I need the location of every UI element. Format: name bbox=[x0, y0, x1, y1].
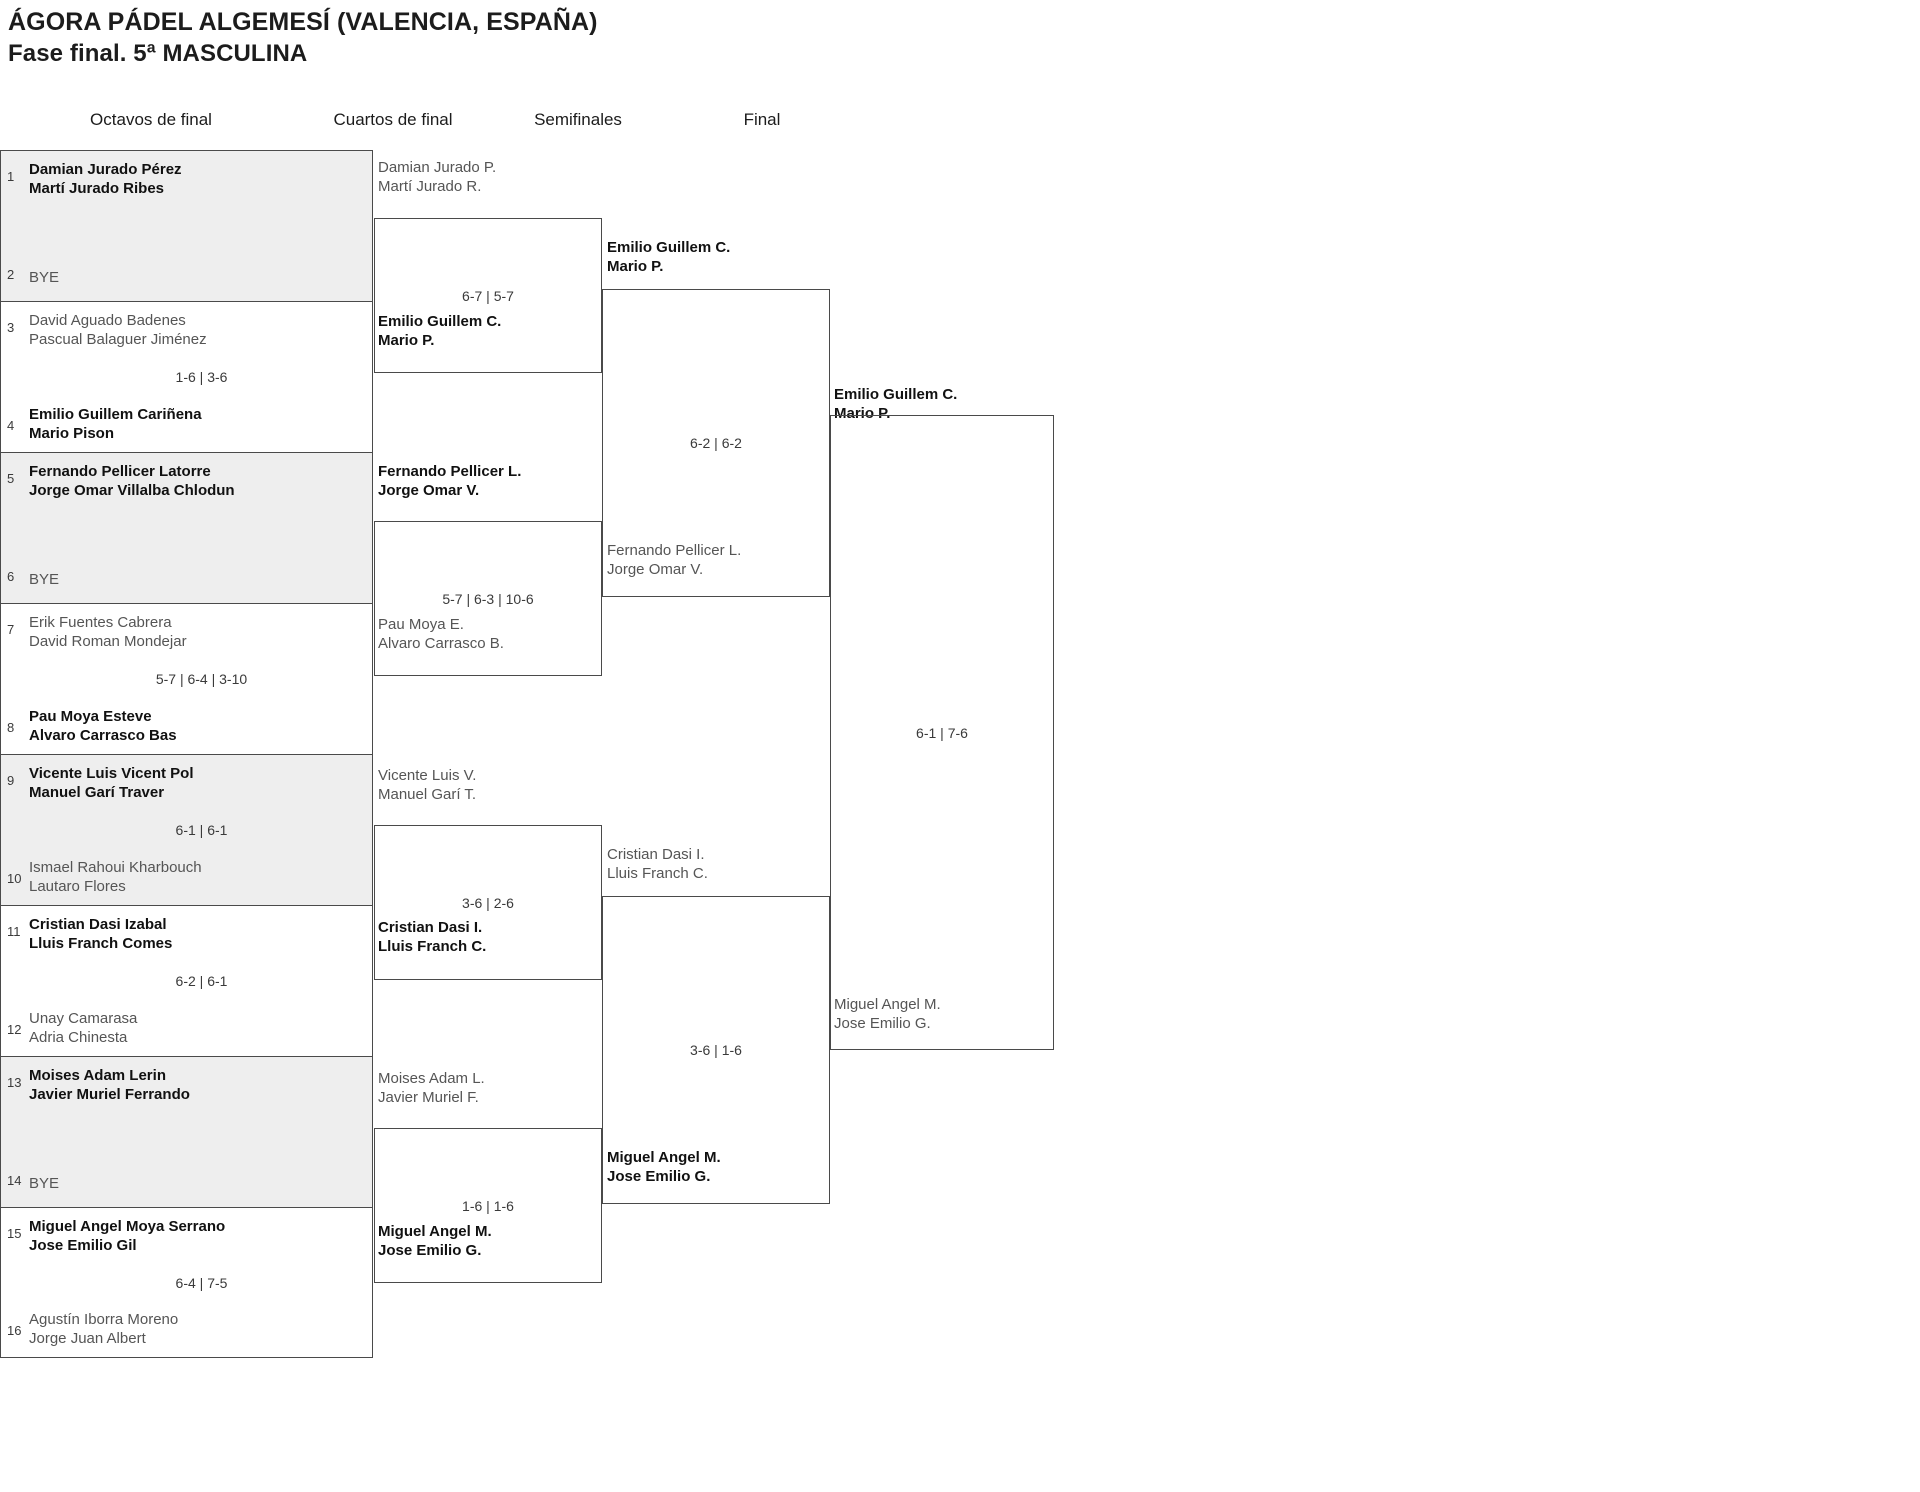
round-of-16-column: 1 Damian Jurado Pérez Martí Jurado Ribes… bbox=[0, 150, 373, 1358]
qf-loser-team: Pau Moya E. Alvaro Carrasco B. bbox=[378, 616, 504, 652]
seed-number: 6 bbox=[7, 569, 15, 584]
r16-match[interactable]: 3 David Aguado Badenes Pascual Balaguer … bbox=[0, 301, 373, 452]
seed-number: 11 bbox=[7, 924, 21, 939]
seed-number: 10 bbox=[7, 871, 22, 886]
qf-feed-team-top: Fernando Pellicer L. Jorge Omar V. bbox=[378, 463, 522, 499]
r16-match[interactable]: 5 Fernando Pellicer Latorre Jorge Omar V… bbox=[0, 452, 373, 603]
seed-number: 14 bbox=[7, 1173, 22, 1188]
page-title: ÁGORA PÁDEL ALGEMESÍ (VALENCIA, ESPAÑA) … bbox=[8, 6, 598, 69]
final-runner-up-team: Miguel Angel M. Jose Emilio G. bbox=[834, 996, 941, 1032]
match-score: 1-6 | 3-6 bbox=[175, 369, 228, 385]
match-score: 5-7 | 6-4 | 3-10 bbox=[155, 671, 248, 687]
round-header-final: Final bbox=[743, 110, 781, 129]
match-score: 6-4 | 7-5 bbox=[175, 1274, 228, 1291]
team-top: Moises Adam Lerin Javier Muriel Ferrando bbox=[29, 1067, 190, 1103]
r16-match[interactable]: 15 Miguel Angel Moya Serrano Jose Emilio… bbox=[0, 1207, 373, 1358]
qf-feed-team-top: Vicente Luis V. Manuel Garí T. bbox=[378, 767, 477, 803]
qf-winner-team: Emilio Guillem C. Mario P. bbox=[378, 313, 502, 349]
r16-match[interactable]: 11 Cristian Dasi Izabal Lluis Franch Com… bbox=[0, 905, 373, 1056]
team-top: Vicente Luis Vicent Pol Manuel Garí Trav… bbox=[29, 765, 194, 801]
sf-match-box[interactable]: 3-6 | 1-6 bbox=[602, 896, 830, 1204]
seed-number: 15 bbox=[7, 1226, 22, 1241]
seed-number: 7 bbox=[7, 622, 15, 637]
qf-match-box[interactable]: 6-7 | 5-7 bbox=[374, 218, 602, 373]
qf-match-box[interactable]: 1-6 | 1-6 bbox=[374, 1128, 602, 1283]
r16-match[interactable]: 7 Erik Fuentes Cabrera David Roman Monde… bbox=[0, 603, 373, 754]
r16-match[interactable]: 13 Moises Adam Lerin Javier Muriel Ferra… bbox=[0, 1056, 373, 1207]
match-score: 3-6 | 1-6 bbox=[690, 1042, 742, 1058]
seed-number: 9 bbox=[7, 773, 15, 788]
match-score: 1-6 | 1-6 bbox=[462, 1197, 514, 1214]
match-score: 6-7 | 5-7 bbox=[462, 287, 514, 304]
final-feed-team-top: Emilio Guillem C. Mario P. bbox=[834, 386, 958, 422]
category-subtitle: Fase final. 5ª MASCULINA bbox=[8, 40, 308, 67]
match-score: 6-2 | 6-2 bbox=[690, 435, 742, 451]
round-header-octavos: Octavos de final bbox=[90, 110, 212, 129]
qf-winner-team: Miguel Angel M. Jose Emilio G. bbox=[378, 1223, 492, 1259]
qf-feed-team-top: Damian Jurado P. Martí Jurado R. bbox=[378, 159, 497, 195]
r16-match[interactable]: 1 Damian Jurado Pérez Martí Jurado Ribes… bbox=[0, 150, 373, 301]
seed-number: 8 bbox=[7, 720, 15, 735]
qf-match-box[interactable]: 5-7 | 6-3 | 10-6 bbox=[374, 521, 602, 676]
match-score: 5-7 | 6-3 | 10-6 bbox=[442, 590, 534, 607]
qf-match-box[interactable]: 3-6 | 2-6 bbox=[374, 825, 602, 980]
team-top: David Aguado Badenes Pascual Balaguer Ji… bbox=[29, 312, 207, 348]
final-match-box[interactable]: 6-1 | 7-6 bbox=[830, 415, 1054, 1050]
seed-number: 16 bbox=[7, 1323, 22, 1338]
team-top: Miguel Angel Moya Serrano Jose Emilio Gi… bbox=[29, 1218, 226, 1254]
seed-number: 5 bbox=[7, 471, 15, 486]
team-top: Damian Jurado Pérez Martí Jurado Ribes bbox=[29, 161, 182, 197]
team-bottom-bye: BYE bbox=[29, 269, 60, 286]
round-header-semifinales: Semifinales bbox=[534, 110, 622, 129]
team-bottom: Agustín Iborra Moreno Jorge Juan Albert bbox=[29, 1311, 179, 1347]
team-bottom: Unay Camarasa Adria Chinesta bbox=[29, 1010, 138, 1046]
qf-winner-team: Cristian Dasi I. Lluis Franch C. bbox=[378, 919, 487, 955]
seed-number: 12 bbox=[7, 1022, 22, 1037]
sf-loser-team: Fernando Pellicer L. Jorge Omar V. bbox=[607, 542, 742, 578]
seed-number: 3 bbox=[7, 320, 15, 335]
sf-feed-team-top: Cristian Dasi I. Lluis Franch C. bbox=[607, 846, 708, 882]
seed-number: 4 bbox=[7, 418, 15, 433]
team-bottom-bye: BYE bbox=[29, 1175, 60, 1192]
team-bottom: Emilio Guillem Cariñena Mario Pison bbox=[29, 406, 202, 442]
team-top: Fernando Pellicer Latorre Jorge Omar Vil… bbox=[29, 463, 235, 499]
team-bottom-bye: BYE bbox=[29, 571, 60, 588]
team-bottom: Pau Moya Esteve Alvaro Carrasco Bas bbox=[29, 708, 177, 744]
match-score: 3-6 | 2-6 bbox=[462, 894, 514, 911]
sf-feed-team-top: Emilio Guillem C. Mario P. bbox=[607, 239, 731, 275]
seed-number: 13 bbox=[7, 1075, 22, 1090]
seed-number: 1 bbox=[7, 169, 15, 184]
tournament-title: ÁGORA PÁDEL ALGEMESÍ (VALENCIA, ESPAÑA) bbox=[8, 8, 598, 36]
match-score: 6-1 | 7-6 bbox=[916, 724, 968, 741]
r16-match[interactable]: 9 Vicente Luis Vicent Pol Manuel Garí Tr… bbox=[0, 754, 373, 905]
seed-number: 2 bbox=[7, 267, 15, 282]
qf-feed-team-top: Moises Adam L. Javier Muriel F. bbox=[378, 1070, 485, 1106]
sf-match-box[interactable]: 6-2 | 6-2 bbox=[602, 289, 830, 597]
team-bottom: Ismael Rahoui Kharbouch Lautaro Flores bbox=[29, 859, 202, 895]
sf-winner-team: Miguel Angel M. Jose Emilio G. bbox=[607, 1149, 721, 1185]
match-score: 6-2 | 6-1 bbox=[175, 973, 228, 989]
match-score: 6-1 | 6-1 bbox=[175, 822, 228, 838]
team-top: Erik Fuentes Cabrera David Roman Mondeja… bbox=[29, 614, 187, 650]
round-header-cuartos: Cuartos de final bbox=[333, 110, 453, 129]
team-top: Cristian Dasi Izabal Lluis Franch Comes bbox=[29, 916, 173, 952]
